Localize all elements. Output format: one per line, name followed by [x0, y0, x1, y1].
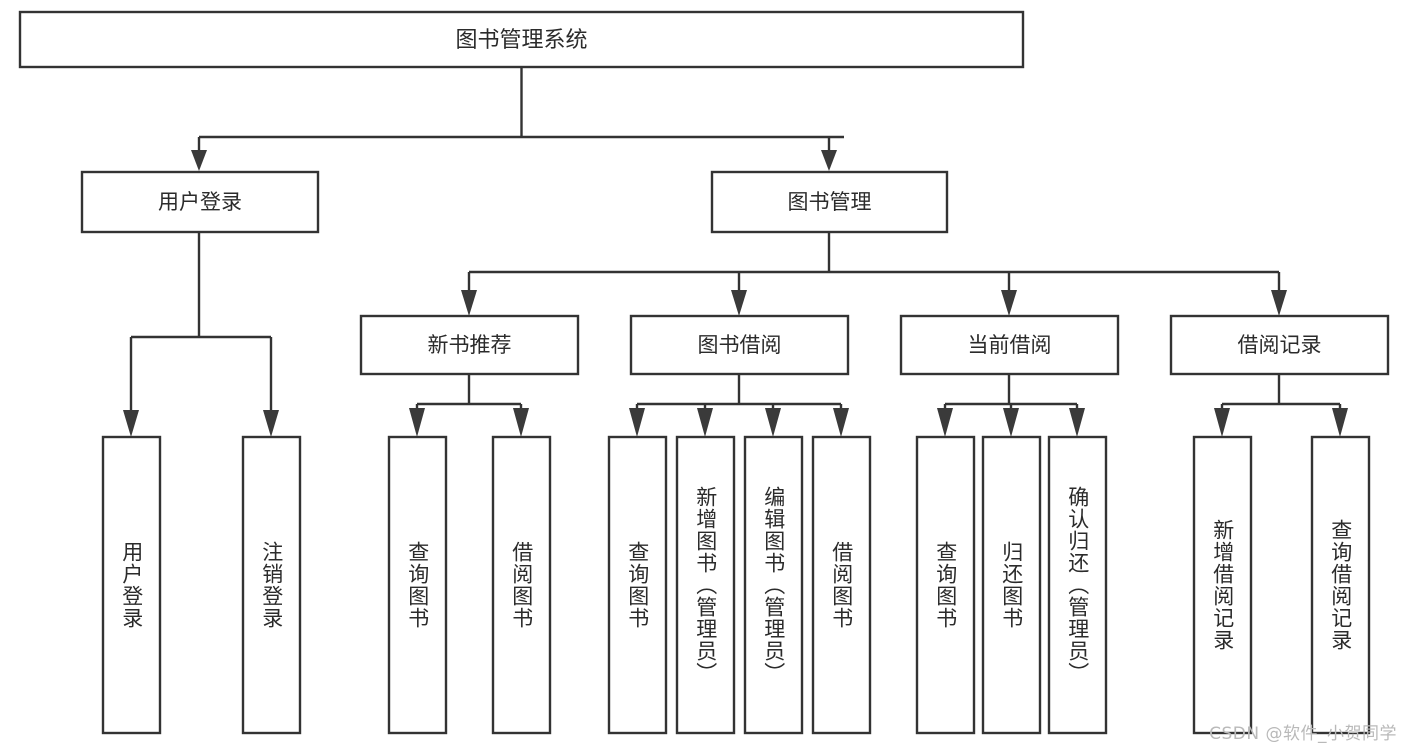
node-leaf-query-record-box[interactable]: [1310, 435, 1371, 735]
node-book-borrow-box[interactable]: [629, 314, 850, 376]
node-root-box[interactable]: [18, 10, 1025, 69]
arrow-head-leaf-query-book-1: [409, 408, 425, 437]
arrow-head-leaf-confirm-return: [1069, 408, 1085, 437]
connector-layer: [123, 67, 1348, 437]
csdn-watermark: CSDN @软件_小贺同学: [1209, 724, 1397, 744]
node-leaf-query-book-3-box[interactable]: [915, 435, 976, 735]
node-leaf-borrow-book-2-box[interactable]: [811, 435, 872, 735]
arrow-head-book-borrow: [731, 290, 747, 316]
node-root[interactable]: 图书管理系统: [18, 10, 1025, 69]
arrow-head-leaf-edit-book: [765, 408, 781, 437]
node-borrow-record-label: 借阅记录: [1238, 333, 1322, 357]
node-leaf-add-record-box[interactable]: [1192, 435, 1253, 735]
node-book-manage-box[interactable]: [710, 170, 949, 234]
arrow-head-leaf-query-book-2: [629, 408, 645, 437]
arrow-head-borrow-record: [1271, 290, 1287, 316]
arrow-head-user-login: [191, 150, 207, 171]
node-new-book-recommend[interactable]: 新书推荐: [359, 314, 580, 376]
node-layer: 图书管理系统 用户登录 图书管理 新书推荐 图书借阅 当前: [18, 10, 1390, 735]
arrow-head-leaf-query-record: [1332, 408, 1348, 437]
arrow-head-leaf-add-book: [697, 408, 713, 437]
arrow-head-leaf-query-book-3: [937, 408, 953, 437]
node-new-book-recommend-label: 新书推荐: [428, 333, 512, 357]
node-root-label: 图书管理系统: [455, 28, 587, 53]
node-book-manage[interactable]: 图书管理: [710, 170, 949, 234]
arrow-head-leaf-borrow-book-2: [833, 408, 849, 437]
node-new-book-recommend-box[interactable]: [359, 314, 580, 376]
node-current-borrow-box[interactable]: [899, 314, 1120, 376]
arrow-head-leaf-return-book: [1003, 408, 1019, 437]
node-leaf-user-logout-box[interactable]: [241, 435, 302, 735]
node-leaf-query-book-1-box[interactable]: [387, 435, 448, 735]
node-leaf-return-book-box[interactable]: [981, 435, 1042, 735]
node-borrow-record[interactable]: 借阅记录: [1169, 314, 1390, 376]
arrow-head-leaf-add-record: [1214, 408, 1230, 437]
node-leaf-add-book-box[interactable]: [675, 435, 736, 735]
node-leaf-confirm-return-box[interactable]: [1047, 435, 1108, 735]
node-leaf-edit-book-box[interactable]: [743, 435, 804, 735]
arrow-head-book-manage: [821, 150, 837, 171]
node-book-borrow[interactable]: 图书借阅: [629, 314, 850, 376]
node-leaf-user-login-box[interactable]: [101, 435, 162, 735]
node-current-borrow[interactable]: 当前借阅: [899, 314, 1120, 376]
node-leaf-borrow-book-1-box[interactable]: [491, 435, 552, 735]
arrow-head-leaf-user-logout: [263, 410, 279, 437]
node-user-login[interactable]: 用户登录: [80, 170, 320, 234]
node-user-login-box[interactable]: [80, 170, 320, 234]
node-book-manage-label: 图书管理: [788, 190, 872, 214]
arrow-head-leaf-user-login: [123, 410, 139, 437]
arrow-head-leaf-borrow-book-1: [513, 408, 529, 437]
node-book-borrow-label: 图书借阅: [698, 333, 782, 357]
node-current-borrow-label: 当前借阅: [968, 333, 1052, 357]
node-leaf-query-book-2-box[interactable]: [607, 435, 668, 735]
node-user-login-label: 用户登录: [158, 190, 242, 214]
node-borrow-record-box[interactable]: [1169, 314, 1390, 376]
arrow-head-current-borrow: [1001, 290, 1017, 316]
arrow-head-new-book-recommend: [461, 290, 477, 316]
